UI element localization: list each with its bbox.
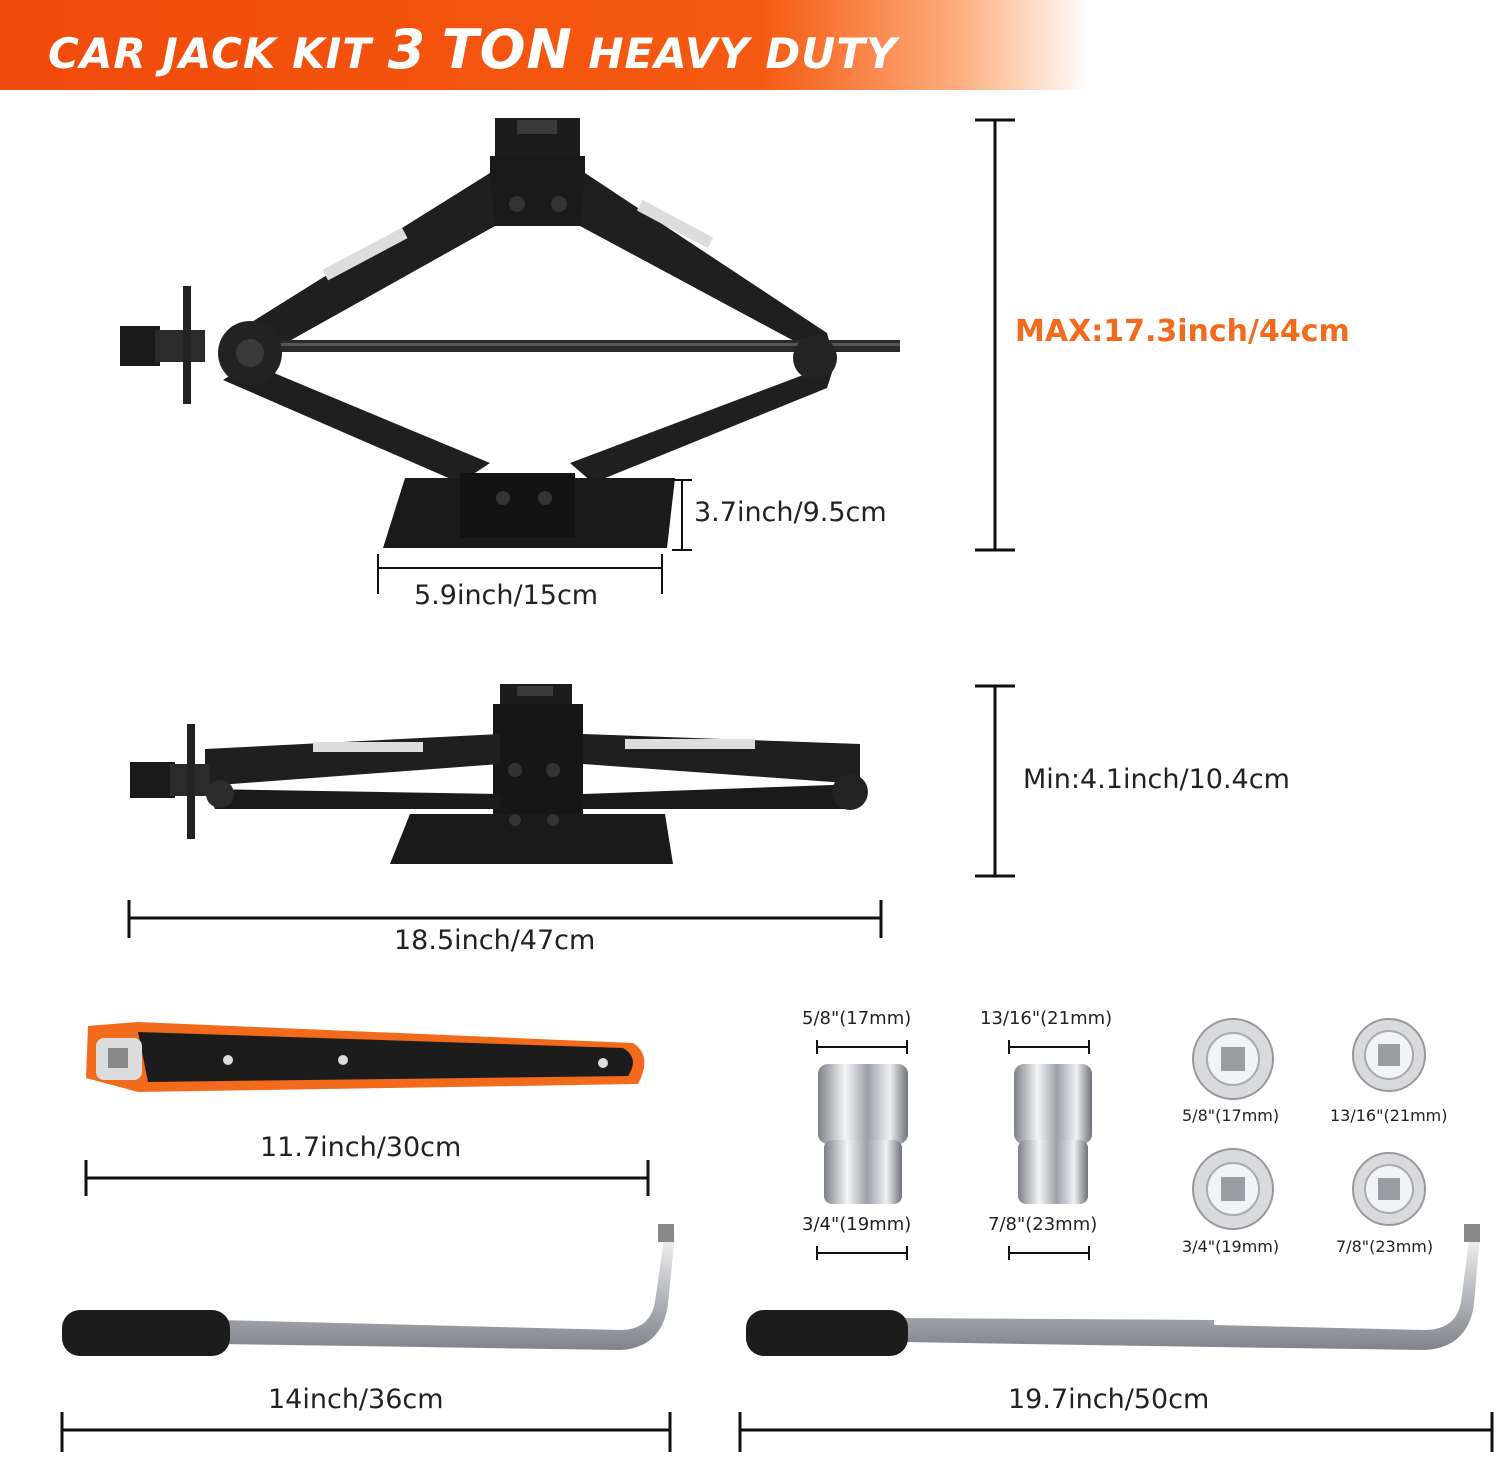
ratchet-handle-image <box>86 1022 645 1092</box>
socket-bottom-left-bracket <box>816 1246 908 1260</box>
short-wrench-length-label: 14inch/36cm <box>268 1384 444 1415</box>
min-height-bracket <box>975 684 1015 878</box>
lug-wrench-long-image <box>746 1224 1480 1356</box>
base-height-label: 3.7inch/9.5cm <box>694 497 887 528</box>
socket-bottom-right-label: 7/8"(23mm) <box>988 1214 1098 1235</box>
base-width-label: 5.9inch/15cm <box>414 580 599 611</box>
banner-title-part1: CAR JACK KIT <box>48 29 372 78</box>
socket-end-label-2: 13/16"(21mm) <box>1330 1106 1448 1125</box>
title-banner: CAR JACK KIT 3 TON HEAVY DUTY <box>0 0 1090 90</box>
socket-21-23mm-image <box>1014 1064 1092 1204</box>
socket-17-19mm-image <box>818 1064 908 1204</box>
socket-end-17mm-image <box>1192 1018 1274 1100</box>
max-height-label: MAX:17.3inch/44cm <box>1015 314 1350 349</box>
long-wrench-length-label: 19.7inch/50cm <box>1008 1384 1210 1415</box>
socket-end-label-1: 5/8"(17mm) <box>1182 1106 1280 1125</box>
socket-end-19mm-image <box>1192 1148 1274 1230</box>
min-height-label: Min:4.1inch/10.4cm <box>1023 764 1290 795</box>
ratchet-length-label: 11.7inch/30cm <box>260 1132 462 1163</box>
base-width-bracket <box>377 554 663 594</box>
scissor-jack-lowered-image <box>130 684 868 864</box>
socket-top-right-label: 13/16"(21mm) <box>980 1008 1113 1029</box>
base-height-bracket <box>672 479 692 551</box>
socket-top-right-bracket <box>1008 1040 1090 1054</box>
long-wrench-length-bracket <box>738 1412 1494 1452</box>
socket-end-label-3: 3/4"(19mm) <box>1182 1237 1280 1256</box>
ratchet-length-bracket <box>84 1160 650 1196</box>
lug-wrench-short-image <box>62 1224 675 1356</box>
socket-bottom-right-bracket <box>1008 1246 1090 1260</box>
socket-end-21mm-image <box>1352 1018 1426 1092</box>
banner-title-part2: TON <box>441 18 573 81</box>
banner-title-part3: HEAVY DUTY <box>588 29 898 78</box>
socket-top-left-label: 5/8"(17mm) <box>802 1008 912 1029</box>
jack-length-bracket <box>127 900 883 938</box>
socket-end-label-4: 7/8"(23mm) <box>1336 1237 1434 1256</box>
banner-title-number: 3 <box>387 18 427 81</box>
short-wrench-length-bracket <box>60 1412 672 1452</box>
max-height-bracket <box>975 118 1015 552</box>
jack-length-label: 18.5inch/47cm <box>394 925 596 956</box>
banner-title: CAR JACK KIT 3 TON HEAVY DUTY <box>48 18 897 81</box>
scissor-jack-raised-image <box>120 118 900 548</box>
socket-top-left-bracket <box>816 1040 908 1054</box>
socket-end-23mm-image <box>1352 1152 1426 1226</box>
socket-bottom-left-label: 3/4"(19mm) <box>802 1214 912 1235</box>
